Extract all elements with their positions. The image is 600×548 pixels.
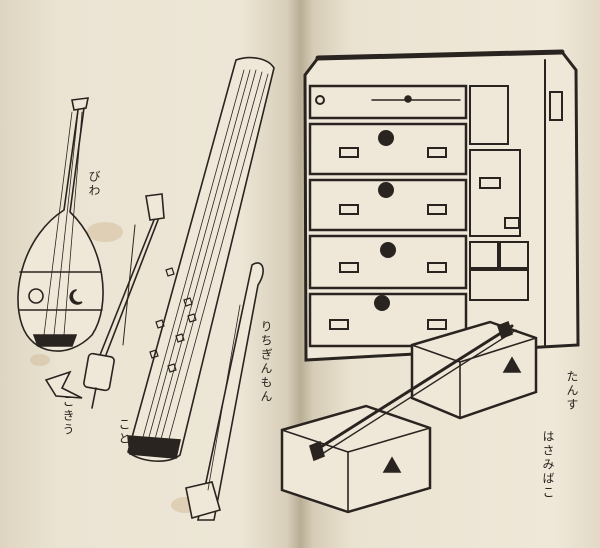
biwa-illustration (17, 97, 104, 352)
shakuhachi-illustration (185, 262, 264, 521)
biwa-label: びわ (87, 170, 101, 198)
hasamibako-label: はさみばこ (541, 430, 555, 500)
drawer-locks (374, 130, 396, 311)
drawer-handles (329, 147, 520, 330)
kokyu-label: こきう (61, 395, 75, 437)
koto-bridges (149, 267, 197, 373)
paper-stains (30, 222, 199, 513)
tansu-label: たんす (565, 370, 579, 412)
koto-label: こと (117, 418, 131, 446)
tansu-illustration (303, 49, 580, 362)
koto-illustration (127, 56, 275, 462)
riuteki-label: りちぎんもん (259, 320, 273, 404)
kokyu-illustration (44, 193, 165, 409)
hasamibako-illustration (280, 320, 538, 514)
